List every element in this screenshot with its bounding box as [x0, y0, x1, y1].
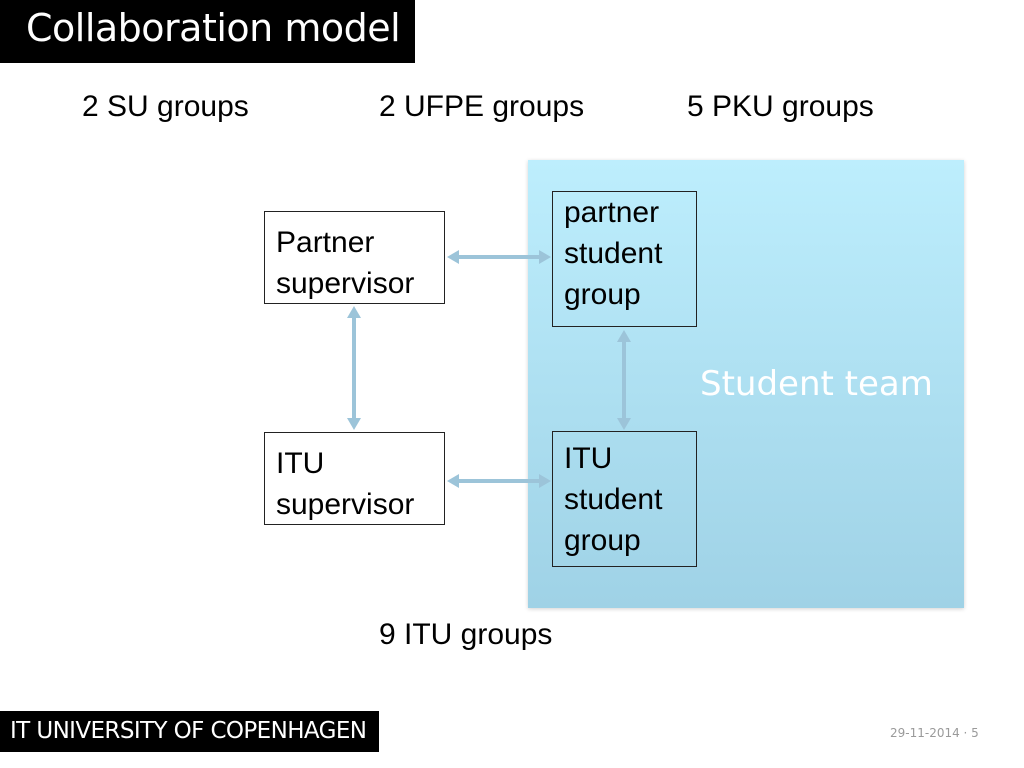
ufpe-groups-label: 2 UFPE groups — [379, 90, 585, 123]
itu-student-group-box: ITU student group — [552, 431, 697, 567]
supervisor-link-arrowhead-top — [347, 306, 361, 318]
title-bar: Collaboration model — [0, 0, 415, 63]
student-team-label: Student team — [700, 364, 933, 404]
student-team-panel — [528, 160, 964, 608]
student-link-arrowhead-bottom — [617, 418, 631, 430]
partner-supervisor-box: Partner supervisor — [264, 211, 445, 304]
itu-student-group-line-1: ITU — [564, 442, 613, 475]
itu-student-group-line-2: student — [564, 483, 663, 516]
su-groups-label: 2 SU groups — [82, 90, 249, 123]
student-link-arrowhead-top — [617, 330, 631, 342]
slide-title: Collaboration model — [26, 6, 401, 50]
itu-link-arrowhead-left — [447, 474, 459, 488]
itu-supervisor-line-1: ITU — [276, 447, 325, 480]
partner-link-arrowhead-right — [539, 250, 551, 264]
partner-link-arrowhead-left — [447, 250, 459, 264]
partner-supervisor-line-2: supervisor — [276, 267, 415, 300]
footer-institution-name: IT UNIVERSITY OF COPENHAGEN — [10, 718, 367, 744]
partner-student-group-line-3: group — [564, 278, 641, 311]
partner-supervisor-line-1: Partner — [276, 226, 375, 259]
partner-student-group-line-2: student — [564, 237, 663, 270]
partner-student-group-line-1: partner — [564, 196, 660, 229]
itu-supervisor-line-2: supervisor — [276, 488, 415, 521]
supervisor-link-arrowhead-bottom — [347, 418, 361, 430]
footer-institution-bar: IT UNIVERSITY OF COPENHAGEN — [0, 711, 379, 752]
itu-supervisor-box: ITU supervisor — [264, 432, 445, 525]
itu-student-group-line-3: group — [564, 524, 641, 557]
itu-link-arrowhead-right — [539, 474, 551, 488]
partner-student-group-box: partner student group — [552, 191, 697, 327]
footer-date-page: 29-11-2014 · 5 — [890, 726, 979, 740]
pku-groups-label: 5 PKU groups — [687, 90, 874, 123]
itu-groups-label: 9 ITU groups — [379, 618, 553, 651]
